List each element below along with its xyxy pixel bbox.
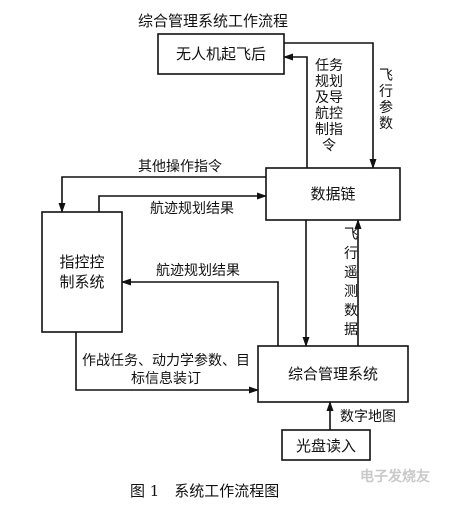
node-disc-read-label: 光盘读入 bbox=[295, 437, 356, 455]
edge-label-track-result-2: 航迹规划结果 bbox=[156, 263, 240, 279]
edge-track-result-1 bbox=[98, 192, 267, 212]
figure-caption: 图 1 系统工作流程图 bbox=[130, 482, 280, 500]
edge-flight-params bbox=[284, 42, 377, 169]
edge-label-combat-load: 作战任务、动力学参数、目标信息装订 bbox=[82, 353, 250, 387]
edge-label-digital-map: 数字地图 bbox=[340, 409, 396, 425]
node-command-control-label: 指控控制系统 bbox=[59, 253, 105, 292]
edge-combat-load bbox=[75, 332, 259, 394]
edge-label-flight-params: 飞行参数 bbox=[379, 68, 393, 132]
edge-other-ops bbox=[58, 176, 266, 213]
node-disc-read-box bbox=[281, 429, 371, 461]
node-command-control-box bbox=[41, 211, 123, 333]
node-uav-takeoff-label: 无人机起飞后 bbox=[175, 45, 266, 63]
edge-mission-planning bbox=[283, 53, 308, 168]
watermark-logo: 电子发烧友 bbox=[360, 469, 430, 485]
node-data-link-label: 数据链 bbox=[310, 185, 356, 203]
node-integrated-mgmt-label: 综合管理系统 bbox=[287, 365, 378, 383]
edge-label-mission-planning: 任务规划及导航控制指令 bbox=[315, 58, 343, 154]
diagram-header: 综合管理系统工作流程 bbox=[138, 12, 289, 30]
edge-label-other-ops: 其他操作指令 bbox=[138, 159, 222, 175]
edge-label-flight-telemetry: 飞行遥测数据 bbox=[344, 227, 358, 338]
edge-track-result-2 bbox=[121, 278, 279, 346]
edge-label-track-result-1: 航迹规划结果 bbox=[150, 201, 234, 217]
